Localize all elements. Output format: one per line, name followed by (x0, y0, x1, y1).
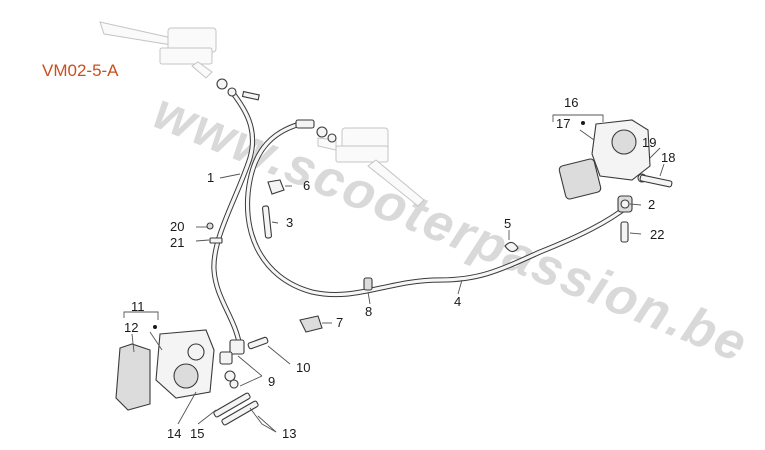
leader-lines (123, 114, 665, 433)
callout-16: 16 (564, 95, 578, 110)
front-master-cylinder-ghost (99, 21, 217, 79)
callout-19: 19 (642, 135, 656, 150)
callout-22: 22 (650, 227, 664, 242)
callout-14: 14 (167, 426, 181, 441)
callout-numbers: 1 2 3 4 5 6 7 8 9 10 11 12 13 14 15 16 1… (124, 95, 675, 441)
callout-2: 2 (648, 197, 655, 212)
rear-brake-hose (244, 119, 631, 298)
callout-11: 11 (131, 299, 145, 314)
callout-9: 9 (268, 374, 275, 389)
front-brake-hose (211, 78, 260, 355)
callout-21: 21 (170, 235, 184, 250)
callout-13: 13 (282, 426, 296, 441)
callout-3: 3 (286, 215, 293, 230)
callout-17: 17 (556, 116, 570, 131)
callout-1: 1 (207, 170, 214, 185)
callout-10: 10 (296, 360, 310, 375)
callout-18: 18 (661, 150, 675, 165)
callout-6: 6 (303, 178, 310, 193)
brake-caliper (115, 329, 269, 426)
diagram-code: VM02-5-A (42, 61, 119, 80)
rear-master-cylinder (558, 119, 673, 243)
callout-12: 12 (124, 320, 138, 335)
small-parts (206, 179, 519, 333)
kit-marker-dot (153, 325, 157, 329)
callout-5: 5 (504, 216, 511, 231)
callout-8: 8 (365, 304, 372, 319)
callout-20: 20 (170, 219, 184, 234)
callout-7: 7 (336, 315, 343, 330)
kit-marker-dot (581, 121, 585, 125)
callout-15: 15 (190, 426, 204, 441)
callout-4: 4 (454, 294, 461, 309)
